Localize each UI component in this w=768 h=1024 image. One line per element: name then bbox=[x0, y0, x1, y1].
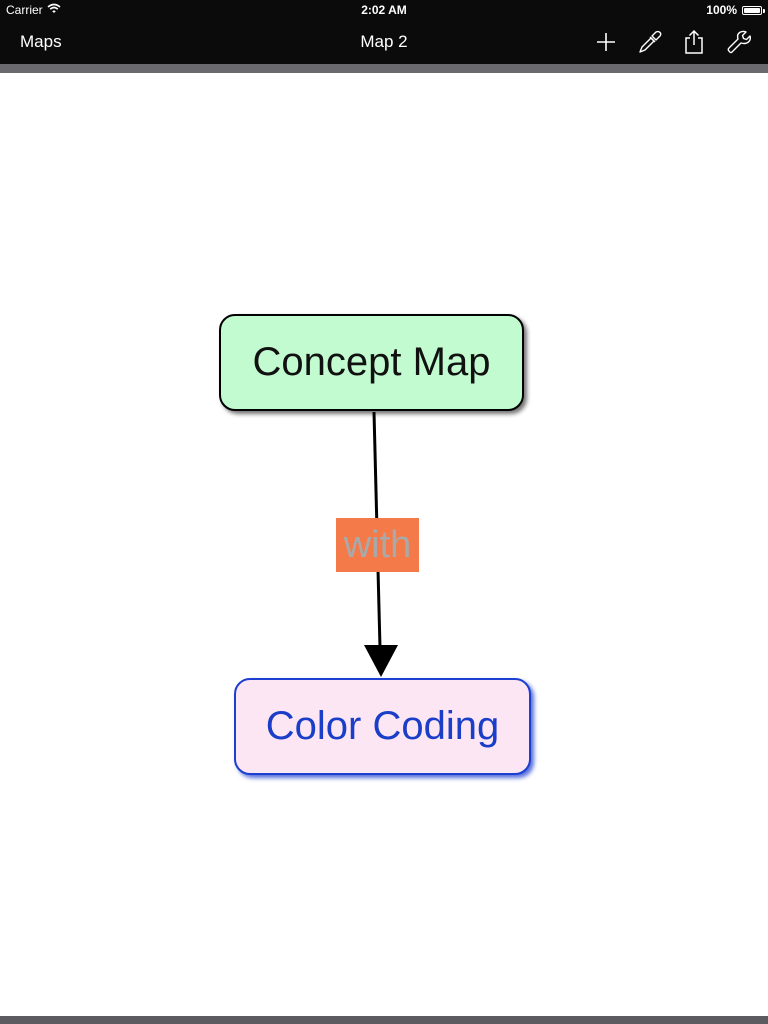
carrier-label: Carrier bbox=[6, 3, 43, 17]
concept-node-concept-map[interactable]: Concept Map bbox=[219, 314, 524, 411]
maps-back-button[interactable]: Maps bbox=[20, 32, 62, 51]
plus-icon[interactable] bbox=[592, 28, 620, 56]
wrench-icon[interactable] bbox=[724, 28, 752, 56]
map-title: Map 2 bbox=[360, 32, 408, 51]
status-left: Carrier bbox=[6, 3, 61, 17]
battery-icon bbox=[742, 5, 765, 15]
node-label: Concept Map bbox=[252, 340, 491, 384]
toolbar-divider bbox=[0, 64, 768, 73]
nav-actions bbox=[592, 28, 752, 56]
status-bar: Carrier 2:02 AM 100% bbox=[0, 0, 768, 20]
link-label[interactable]: with bbox=[336, 518, 419, 572]
bottom-bar bbox=[0, 1016, 768, 1024]
node-label: Color Coding bbox=[265, 704, 500, 748]
wifi-icon bbox=[47, 3, 61, 17]
status-time: 2:02 AM bbox=[361, 3, 407, 17]
concept-node-color-coding[interactable]: Color Coding bbox=[234, 678, 531, 775]
navigation-bar: Maps Map 2 bbox=[0, 20, 768, 64]
battery-percent: 100% bbox=[706, 3, 737, 17]
share-icon[interactable] bbox=[680, 28, 708, 56]
status-right: 100% bbox=[706, 3, 765, 17]
eyedropper-icon[interactable] bbox=[636, 28, 664, 56]
